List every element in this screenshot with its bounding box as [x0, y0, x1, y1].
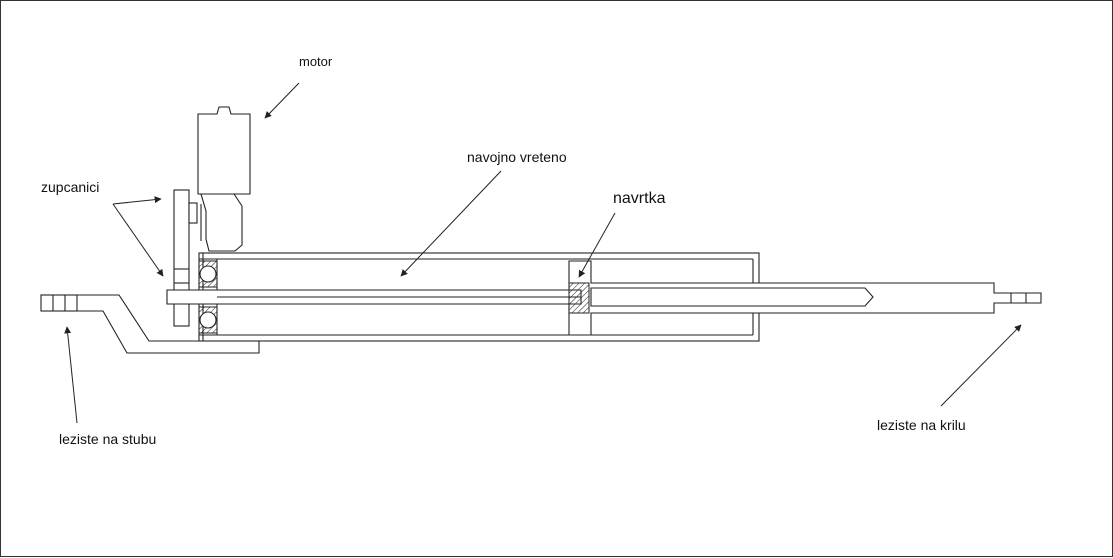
spindle-arrow — [400, 170, 502, 277]
column-bearing-label: leziste na stubu — [59, 431, 157, 447]
column-bearing-arrow — [64, 326, 78, 424]
wing-bearing-arrow — [940, 324, 1022, 407]
wing-bearing-label: leziste na krilu — [877, 417, 966, 433]
motor-body — [197, 106, 251, 252]
motor-arrow — [264, 82, 300, 119]
column-bearing-bracket — [40, 294, 260, 354]
nut-arrow — [578, 212, 616, 278]
gears — [173, 189, 198, 327]
gears-arrow-2 — [112, 203, 164, 277]
nut — [568, 282, 590, 314]
bearings — [198, 260, 218, 334]
nut-label: navrtka — [613, 190, 666, 207]
lead-screw — [166, 287, 874, 307]
gears-arrow-1 — [112, 196, 162, 205]
gears-label: zupcanici — [41, 179, 100, 195]
motor-label: motor — [299, 54, 333, 69]
spindle-label: navojno vreteno — [467, 149, 567, 165]
